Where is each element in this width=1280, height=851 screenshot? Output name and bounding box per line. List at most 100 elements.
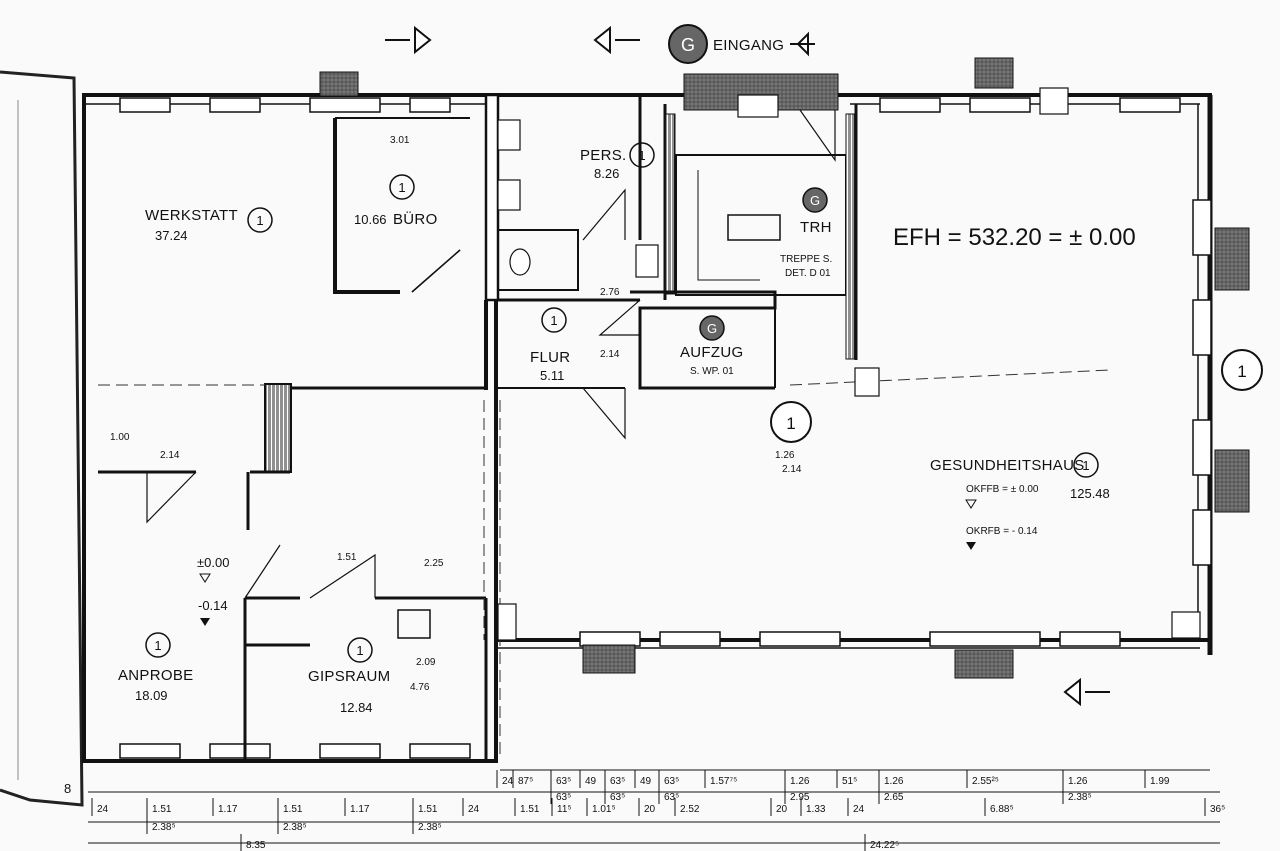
room-area: 8.26 bbox=[594, 166, 619, 181]
dimension-label: 2.55²⁵ bbox=[972, 776, 999, 787]
dimension-label: 51⁵ bbox=[842, 776, 857, 787]
room-aufzug: G AUFZUG S. WP. 01 bbox=[680, 315, 743, 377]
dimension-label: 24 bbox=[853, 804, 865, 815]
dimension-label: 63⁵ bbox=[610, 792, 625, 803]
svg-text:2.14: 2.14 bbox=[782, 464, 802, 475]
room-marker: 1 bbox=[154, 638, 161, 653]
room-name: BÜRO bbox=[393, 210, 438, 228]
dimension-label: 2.38⁵ bbox=[283, 822, 307, 833]
dimension-label: 6.88⁵ bbox=[990, 804, 1014, 815]
svg-text:3.01: 3.01 bbox=[390, 135, 410, 146]
room-note: DET. D 01 bbox=[785, 268, 831, 279]
dimension-label: 63⁵ bbox=[556, 792, 571, 803]
dashed-lines bbox=[98, 369, 1111, 760]
dimension-label: 2.38⁵ bbox=[1068, 792, 1092, 803]
level-raw-floor: OKRFB = - 0.14 bbox=[966, 526, 1038, 537]
dimension-label: 24 bbox=[502, 776, 514, 787]
dimension-row-2: 63⁵ 63⁵ 63⁵ 2.95 2.65 2.38⁵ bbox=[550, 786, 1092, 804]
room-marker: 1 bbox=[256, 213, 263, 228]
room-name: GESUNDHEITSHAUS bbox=[930, 457, 1085, 474]
room-pers: PERS. 1 8.26 bbox=[580, 142, 655, 181]
room-area: 12.84 bbox=[340, 700, 373, 715]
dimension-label: 1.51 bbox=[520, 804, 540, 815]
room-marker: G bbox=[810, 193, 820, 208]
room-name: FLUR bbox=[530, 349, 570, 366]
dimension-label: 63⁵ bbox=[556, 776, 571, 787]
level-finished-floor: OKFFB = ± 0.00 bbox=[966, 484, 1039, 495]
room-name: ANPROBE bbox=[118, 667, 193, 684]
room-area: 37.24 bbox=[155, 228, 188, 243]
room-marker: 1 bbox=[638, 148, 645, 163]
room-anprobe: 1 ANPROBE 18.09 ±0.00 -0.14 bbox=[118, 555, 229, 703]
inner-dimensions: 1.00 2.14 3.01 2.25 4.76 2.09 1.51 2.14 … bbox=[110, 135, 802, 693]
radiators bbox=[319, 57, 1250, 679]
interior-walls bbox=[98, 93, 858, 761]
fixtures bbox=[497, 87, 1201, 641]
dimension-label: 2.95 bbox=[790, 792, 810, 803]
room-buero: 1 10.66 BÜRO bbox=[354, 174, 438, 228]
dimension-label: 24 bbox=[468, 804, 480, 815]
dimension-label: 1.51 bbox=[283, 804, 303, 815]
dimension-label: 63⁵ bbox=[610, 776, 625, 787]
efh-level: EFH = 532.20 = ± 0.00 bbox=[893, 224, 1136, 251]
dimension-label: 1.51 bbox=[418, 804, 438, 815]
outer-walls bbox=[82, 93, 1213, 763]
svg-text:1.00: 1.00 bbox=[110, 432, 130, 443]
dimension-label: 2.52 bbox=[680, 804, 700, 815]
sheet-marker: 8 bbox=[64, 781, 71, 796]
svg-text:2.14: 2.14 bbox=[160, 450, 180, 461]
svg-text:4.76: 4.76 bbox=[410, 682, 430, 693]
dimension-label: 20 bbox=[644, 804, 656, 815]
dimension-label: 1.17 bbox=[218, 804, 238, 815]
dimension-label: 2.38⁵ bbox=[152, 822, 176, 833]
dimension-label: 1.99 bbox=[1150, 776, 1170, 787]
dimension-label: 8.35 bbox=[246, 840, 266, 851]
dimension-label: 63⁵ bbox=[664, 792, 679, 803]
room-marker: 1 bbox=[1082, 458, 1089, 473]
level-zero: ±0.00 bbox=[197, 555, 229, 570]
entrance-label: EINGANG bbox=[713, 37, 784, 54]
room-marker: G bbox=[707, 321, 717, 336]
room-trh: G TRH TREPPE S. DET. D 01 bbox=[780, 187, 832, 279]
room-marker: 1 bbox=[398, 180, 405, 195]
room-marker: 1 bbox=[356, 643, 363, 658]
svg-text:2.14: 2.14 bbox=[600, 349, 620, 360]
windows bbox=[119, 97, 1212, 759]
room-name: TRH bbox=[800, 219, 832, 236]
dimension-label: 63⁵ bbox=[664, 776, 679, 787]
dimension-label: 24.22⁵ bbox=[870, 840, 899, 851]
axis-marker-mid: 1 bbox=[786, 414, 795, 433]
entrance-marker: G EINGANG bbox=[668, 24, 784, 64]
room-note: TREPPE S. bbox=[780, 254, 832, 265]
room-area: 10.66 bbox=[354, 212, 387, 227]
room-area: 125.48 bbox=[1070, 486, 1110, 501]
dimension-label: 1.01⁵ bbox=[592, 804, 616, 815]
dimension-label: 11⁵ bbox=[557, 804, 572, 815]
room-werkstatt: WERKSTATT 37.24 1 bbox=[145, 207, 273, 243]
svg-text:2.09: 2.09 bbox=[416, 657, 436, 668]
room-name: PERS. bbox=[580, 147, 627, 164]
room-marker: 1 bbox=[550, 313, 557, 328]
svg-text:2.76: 2.76 bbox=[600, 287, 620, 298]
dimension-label: 1.51 bbox=[152, 804, 172, 815]
dimension-label: 1.17 bbox=[350, 804, 370, 815]
room-gipsraum: 1 GIPSRAUM 12.84 bbox=[308, 637, 390, 715]
axis-marker-right: 1 bbox=[1237, 362, 1246, 381]
dimension-row-3: 24 1.51 1.17 1.51 1.17 1.51 24 1.51 11⁵ 1.01⁵ 20 2.… bbox=[91, 798, 1225, 816]
dimension-label: 1.26 bbox=[1068, 776, 1088, 787]
axis-markers: 1 1 bbox=[770, 349, 1263, 443]
dimension-label: 49 bbox=[640, 776, 652, 787]
level-minus: -0.14 bbox=[198, 598, 228, 613]
room-area: 5.11 bbox=[540, 368, 564, 383]
dimension-row-4: 8.35 24.22⁵ bbox=[240, 834, 899, 851]
dimension-label: 2.65 bbox=[884, 792, 904, 803]
svg-text:1.51: 1.51 bbox=[337, 552, 357, 563]
room-flur: 1 FLUR 5.11 bbox=[530, 307, 570, 383]
dimension-label: 1.26 bbox=[884, 776, 904, 787]
room-name: WERKSTATT bbox=[145, 207, 238, 224]
dimension-label: 49 bbox=[585, 776, 597, 787]
svg-text:1.26: 1.26 bbox=[775, 450, 795, 461]
